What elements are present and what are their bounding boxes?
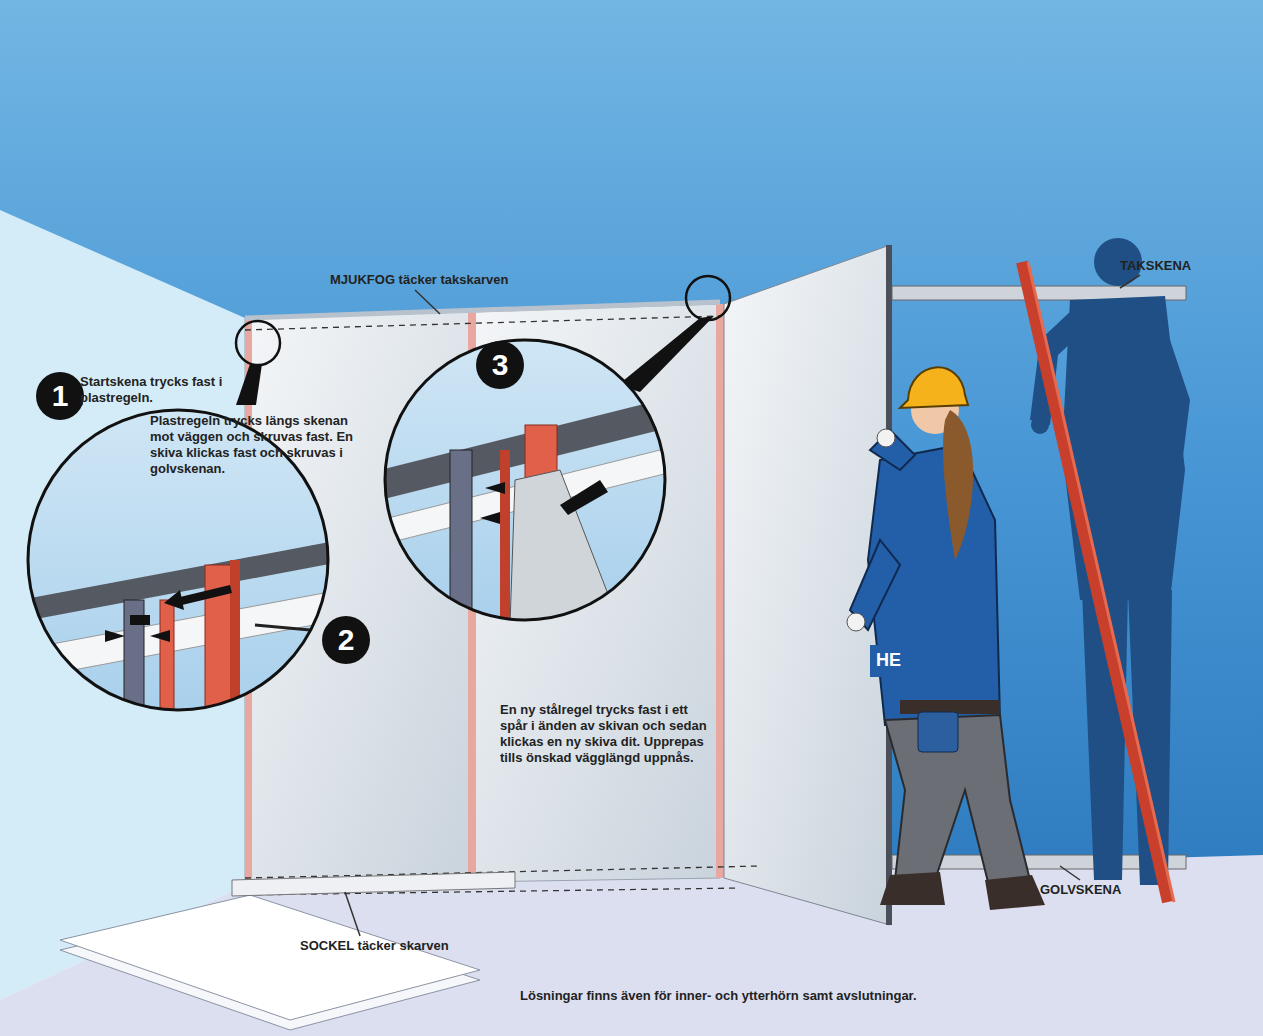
logo-text: HE [876, 650, 901, 670]
step-note: En ny stålregel trycks fast i ett spår i… [500, 702, 715, 766]
rail-label: TAKSKENA [1120, 258, 1191, 274]
callout-number: 1 [36, 372, 84, 420]
step-note: Startskena trycks fast i plastregeln. [80, 374, 230, 406]
footnote: Lösningar finns även för inner- och ytte… [520, 988, 917, 1004]
callout-number: 3 [476, 341, 524, 389]
callout-text: 1 [52, 379, 69, 413]
joint-label: MJUKFOG täcker takskarven [330, 272, 508, 288]
rail-label: GOLVSKENA [1040, 882, 1121, 898]
joint-label: SOCKEL täcker skarven [300, 938, 449, 954]
callout-text: 3 [492, 348, 509, 382]
callout-text: 2 [338, 623, 355, 657]
step-note: Plastregeln trycks längs skenan mot vägg… [150, 413, 370, 477]
callout-number: 2 [322, 616, 370, 664]
